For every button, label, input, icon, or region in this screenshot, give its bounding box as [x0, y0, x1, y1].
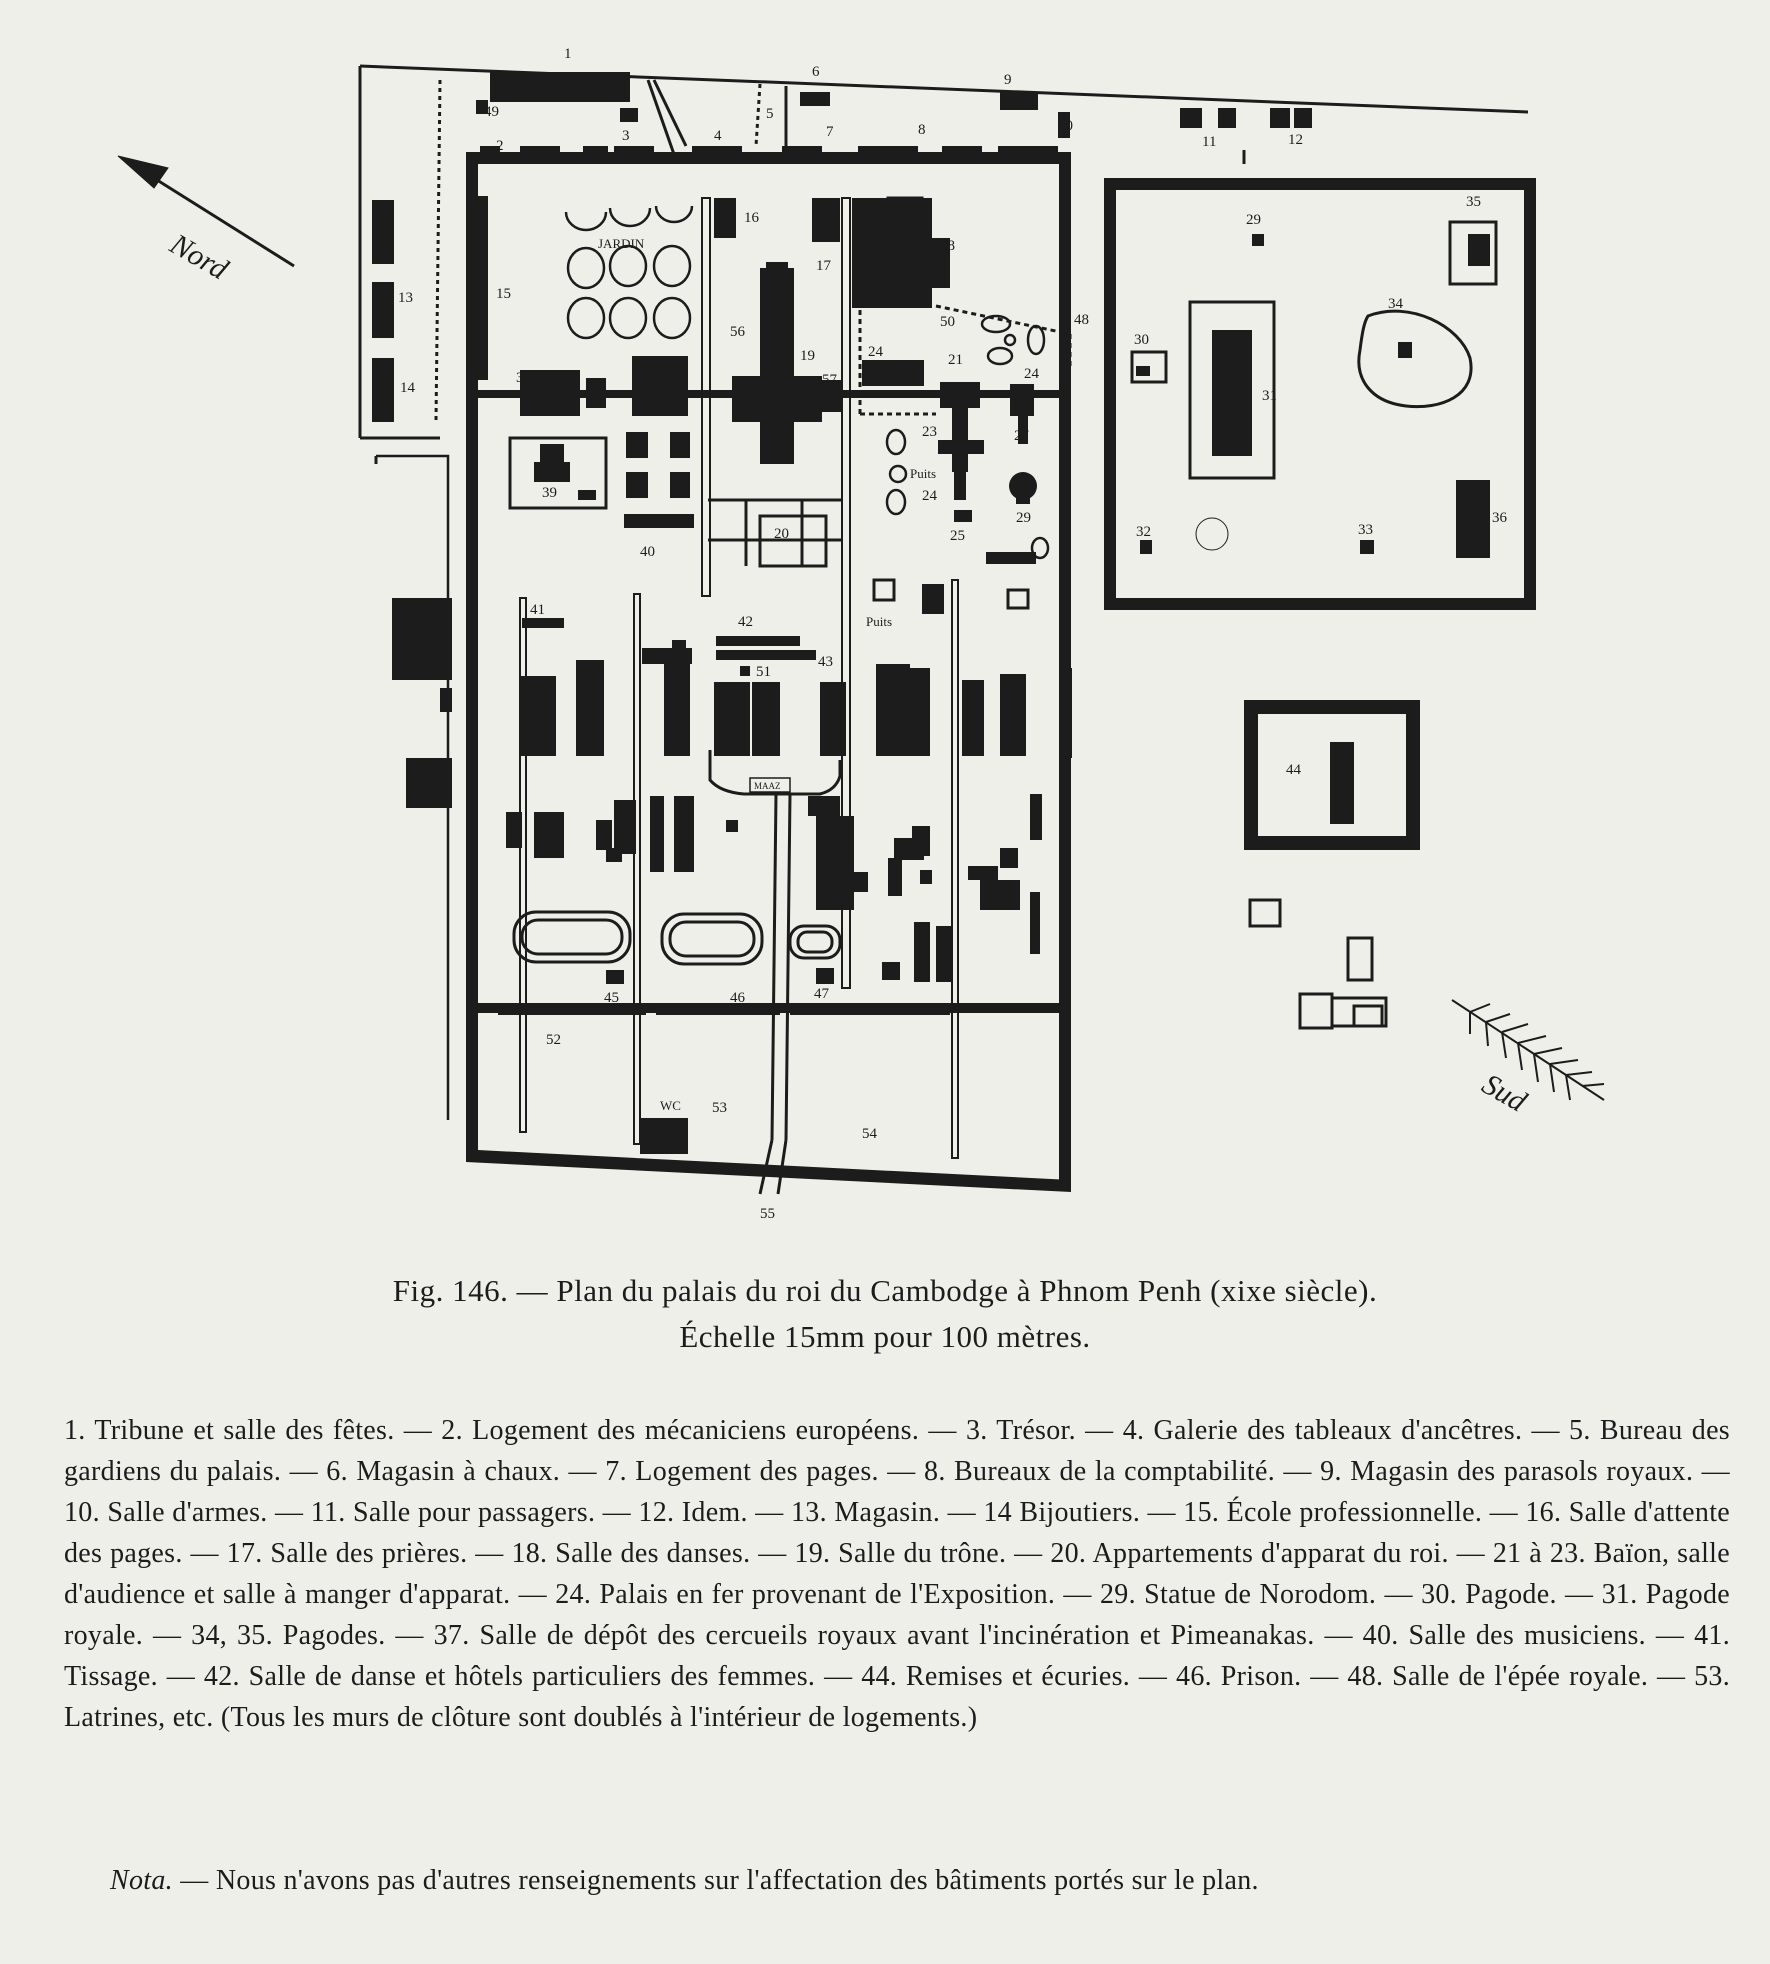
plan-number: 24: [1024, 366, 1040, 382]
nota-label: Nota.: [110, 1865, 173, 1896]
plan-labels: Nord Sud JARDIN Puits Puits WC MAAZ 1 2 …: [164, 46, 1533, 1222]
plan-number: 50: [940, 314, 955, 330]
well-label-2: Puits: [866, 614, 892, 629]
plan-number: 41: [530, 602, 545, 618]
plan-number: 46: [730, 990, 746, 1006]
plan-number: 49: [484, 104, 499, 120]
plan-number: 35: [1466, 194, 1481, 210]
plan-number: 55: [760, 1206, 775, 1222]
plan-number: 14: [400, 380, 416, 396]
plan-number: 31: [1262, 388, 1277, 404]
plan-number: 53: [712, 1100, 727, 1116]
plan-number: 30: [1134, 332, 1149, 348]
plan-number: 4: [714, 128, 722, 144]
plan-number: 21: [948, 352, 963, 368]
north-label: Nord: [164, 227, 235, 287]
plan-number: 25: [950, 528, 965, 544]
plan-number: 37: [516, 370, 532, 386]
plan-number: 51: [756, 664, 771, 680]
plan-number: 1: [564, 46, 572, 62]
plan-number: 5: [766, 106, 774, 122]
plan-number: 45: [604, 990, 619, 1006]
plan-number: 42: [738, 614, 753, 630]
plan-number: 34: [1388, 296, 1404, 312]
plan-number: 44: [1286, 762, 1302, 778]
plan-number: 2: [496, 138, 504, 154]
palace-plan-svg: Nord Sud JARDIN Puits Puits WC MAAZ 1 2 …: [117, 46, 1605, 1222]
plan-number: 57: [822, 372, 838, 388]
plan-number: 27: [1014, 428, 1030, 444]
plan-number: 10: [1058, 118, 1073, 134]
plan-number: 19: [800, 348, 815, 364]
caption-scale: Échelle 15mm pour 100 mètres.: [679, 1319, 1091, 1354]
wc-label: WC: [660, 1098, 681, 1113]
plan-number: 43: [818, 654, 833, 670]
well-label: Puits: [910, 466, 936, 481]
nota-text: — Nous n'avons pas d'autres renseignemen…: [172, 1865, 1259, 1896]
plan-number: 47: [814, 986, 830, 1002]
plan-number: 33: [1358, 522, 1373, 538]
plan-number: 36: [1492, 510, 1508, 526]
plan-number: 40: [640, 544, 655, 560]
garden-label: JARDIN: [598, 236, 645, 251]
plan-number: 6: [812, 64, 820, 80]
south-label: Sud: [1477, 1067, 1533, 1119]
plan-number: 16: [744, 210, 760, 226]
plan-number: 54: [862, 1126, 878, 1142]
gate-label: MAAZ: [754, 781, 781, 791]
plan-number: 39: [542, 485, 557, 501]
plan-number: 56: [730, 324, 746, 340]
figure-caption: Fig. 146. — Plan du palais du roi du Cam…: [0, 1268, 1770, 1360]
nota-paragraph: Nota. — Nous n'avons pas d'autres rensei…: [110, 1860, 1730, 1901]
plan-number: 20: [774, 526, 789, 542]
plan-number: 29: [1016, 510, 1031, 526]
plan-number: 23: [922, 424, 937, 440]
plan-number: 13: [398, 290, 413, 306]
caption-title: Fig. 146. — Plan du palais du roi du Cam…: [392, 1273, 1378, 1308]
plan-number: 3: [622, 128, 630, 144]
plan-number: 24: [868, 344, 884, 360]
plan-number: 24: [922, 488, 938, 504]
plan-number: 48: [1074, 312, 1089, 328]
palace-plan-figure: Nord Sud JARDIN Puits Puits WC MAAZ 1 2 …: [117, 46, 1605, 1222]
plan-number: 32: [1136, 524, 1151, 540]
plan-legend: 1. Tribune et salle des fêtes. — 2. Loge…: [64, 1415, 1730, 1733]
plan-number: 11: [1202, 134, 1216, 150]
north-arrow-icon: [117, 155, 295, 268]
plan-number: 52: [546, 1032, 561, 1048]
plan-number: 17: [816, 258, 832, 274]
plan-number: 29: [1246, 212, 1261, 228]
plan-number: 7: [826, 124, 834, 140]
plan-number: 12: [1288, 132, 1303, 148]
south-arrow-icon: [1451, 999, 1605, 1101]
plan-number: 8: [918, 122, 926, 138]
plan-number: 18: [940, 238, 955, 254]
plan-number: 9: [1004, 72, 1012, 88]
plan-number: 15: [496, 286, 511, 302]
